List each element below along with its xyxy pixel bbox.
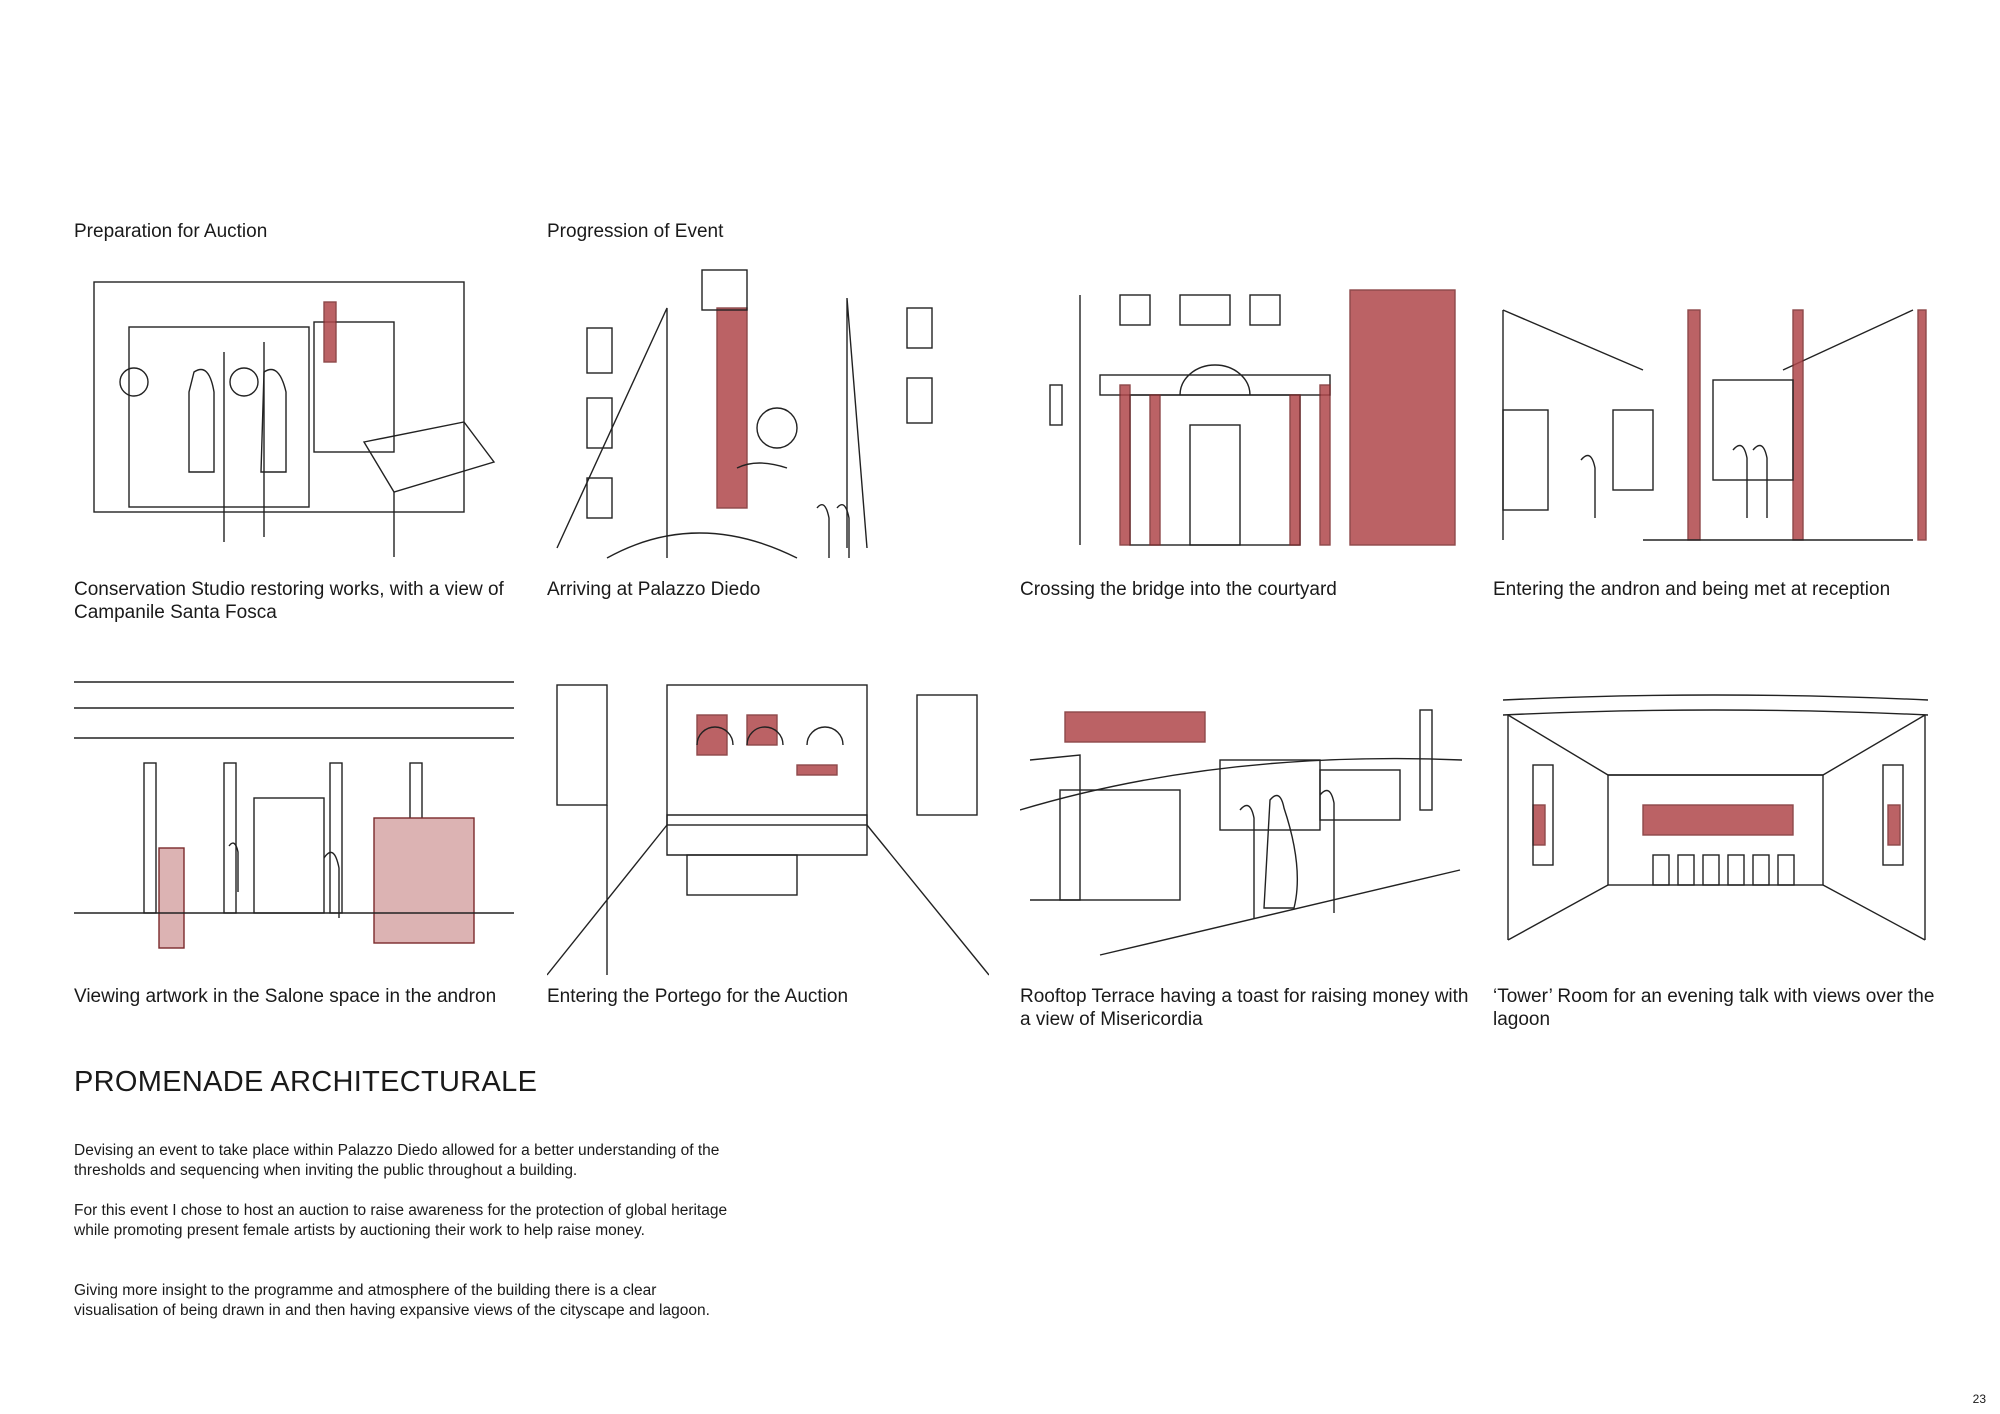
sketch-rooftop-terrace <box>1020 700 1462 965</box>
sketch-conservation-studio <box>74 272 516 572</box>
sketch-entering-andron <box>1493 300 1935 550</box>
caption-entering-andron: Entering the andron and being met at rec… <box>1493 579 1891 600</box>
caption-tower-room: ‘Tower’ Room for an evening talk with vi… <box>1493 986 1935 1030</box>
paragraph-3: Giving more insight to the programme and… <box>74 1282 710 1319</box>
caption-rooftop-terrace: Rooftop Terrace having a toast for raisi… <box>1020 986 1469 1030</box>
page-heading: PROMENADE ARCHITECTURALE <box>74 1066 538 1098</box>
sketch-salone <box>74 668 516 973</box>
paragraph-2: For this event I chose to host an auctio… <box>74 1202 728 1239</box>
paragraph-1: Devising an event to take place within P… <box>74 1142 720 1179</box>
caption-salone: Viewing artwork in the Salone space in t… <box>74 986 497 1007</box>
sketch-portego <box>547 675 989 980</box>
caption-portego: Entering the Portego for the Auction <box>547 986 849 1007</box>
caption-conservation-studio: Conservation Studio restoring works, wit… <box>74 579 504 623</box>
page-number: 23 <box>1972 1392 1986 1406</box>
sketch-arriving-palazzo <box>547 268 989 572</box>
section-title-preparation: Preparation for Auction <box>74 221 268 242</box>
section-title-progression: Progression of Event <box>547 221 724 242</box>
caption-crossing-bridge: Crossing the bridge into the courtyard <box>1020 579 1337 600</box>
sketch-crossing-bridge <box>1020 285 1462 547</box>
sketch-tower-room <box>1493 685 1935 947</box>
caption-arriving-palazzo: Arriving at Palazzo Diedo <box>547 579 761 600</box>
